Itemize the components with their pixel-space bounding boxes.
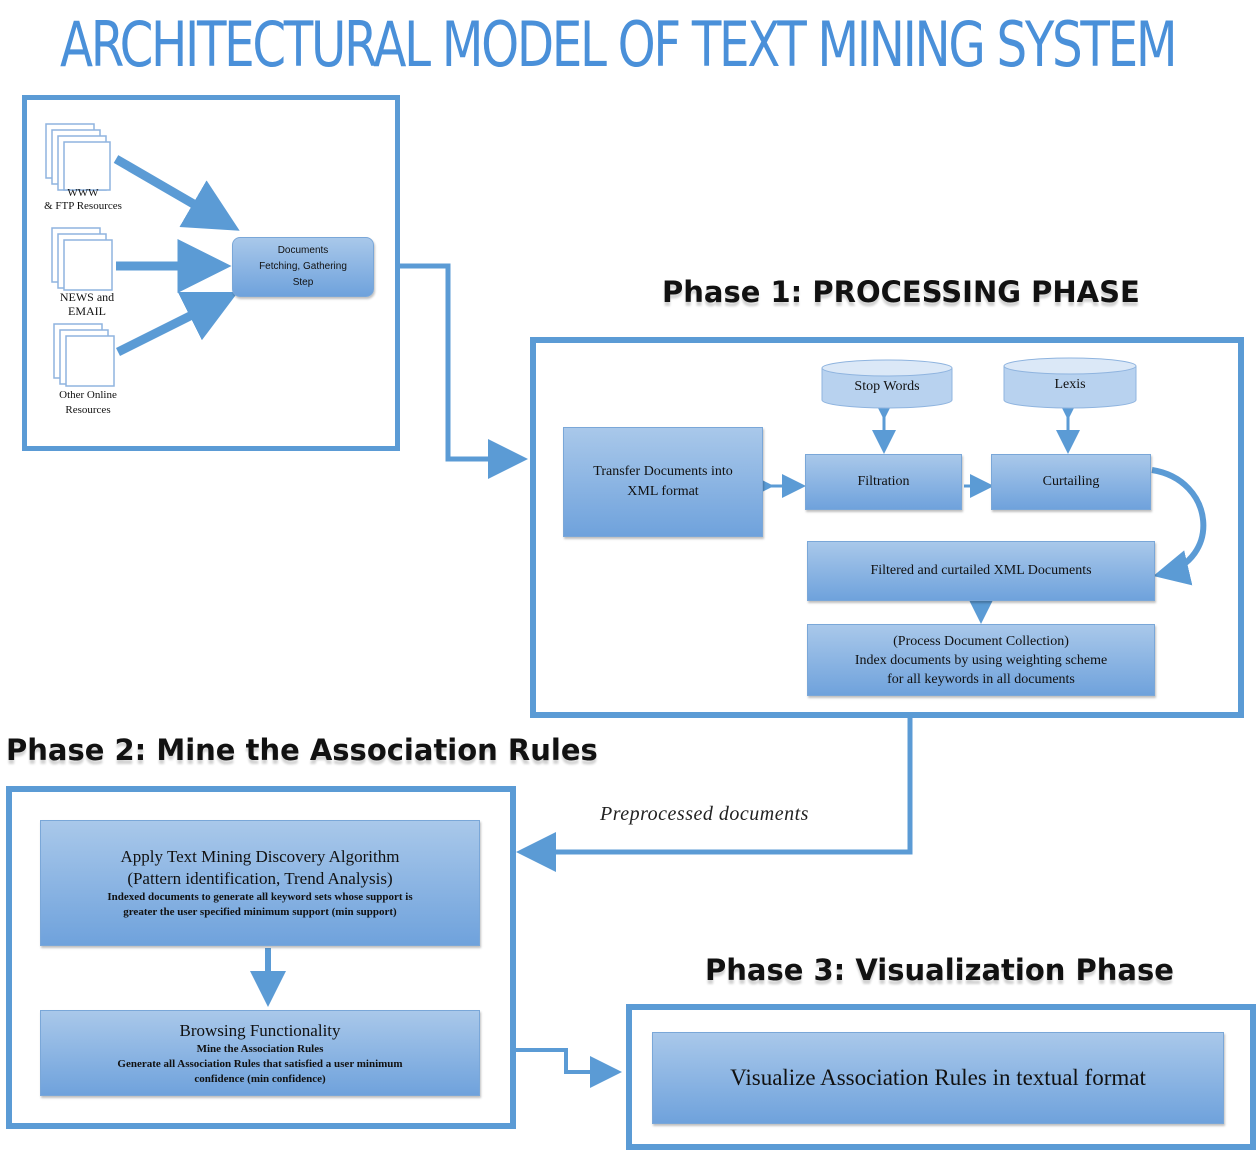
filtered-curtailed-documents-box: Filtered and curtailed XML Documents — [807, 541, 1155, 601]
www-resources-label: WWW& FTP Resources — [44, 187, 122, 212]
news-document-stack-icon — [51, 227, 113, 291]
arrow-phase1-to-phase2 — [516, 718, 913, 872]
arrow-phase2-to-phase3 — [516, 1048, 622, 1088]
apply-text-mining-box: Apply Text Mining Discovery Algorithm (P… — [40, 820, 480, 946]
lexis-label: Lexis — [1054, 377, 1086, 392]
stop-words-cylinder — [821, 359, 953, 409]
arrow-www-to-fetch — [113, 155, 240, 231]
stop-words-label: Stop Words — [854, 379, 920, 394]
lexis-cylinder — [1003, 357, 1137, 409]
filtration-box: Filtration — [805, 454, 962, 510]
browsing-functionality-box: Browsing Functionality Mine the Associat… — [40, 1010, 480, 1096]
phase2-panel — [6, 786, 516, 1129]
other-document-stack-icon — [53, 323, 115, 387]
visualize-rules-box: Visualize Association Rules in textual f… — [652, 1032, 1224, 1124]
arrow-fetch-to-phase1 — [400, 263, 528, 479]
phase1-title: Phase 1: PROCESSING PHASE — [662, 275, 1140, 309]
phase2-title: Phase 2: Mine the Association Rules — [6, 733, 598, 767]
page-title: ARCHITECTURAL MODEL OF TEXT MINING SYSTE… — [60, 8, 1178, 81]
preprocessed-documents-label: Preprocessed documents — [600, 803, 809, 825]
phase1-panel — [530, 337, 1244, 718]
index-documents-box: (Process Document Collection)Index docum… — [807, 624, 1155, 696]
arrow-curtailing-filtered — [1151, 467, 1207, 586]
www-document-stack-icon — [45, 123, 111, 191]
curtailing-box: Curtailing — [991, 454, 1151, 510]
phase3-panel — [626, 1004, 1256, 1150]
phase3-title: Phase 3: Visualization Phase — [705, 953, 1174, 987]
arrow-other-to-fetch — [115, 291, 239, 357]
sources-panel — [22, 95, 400, 451]
